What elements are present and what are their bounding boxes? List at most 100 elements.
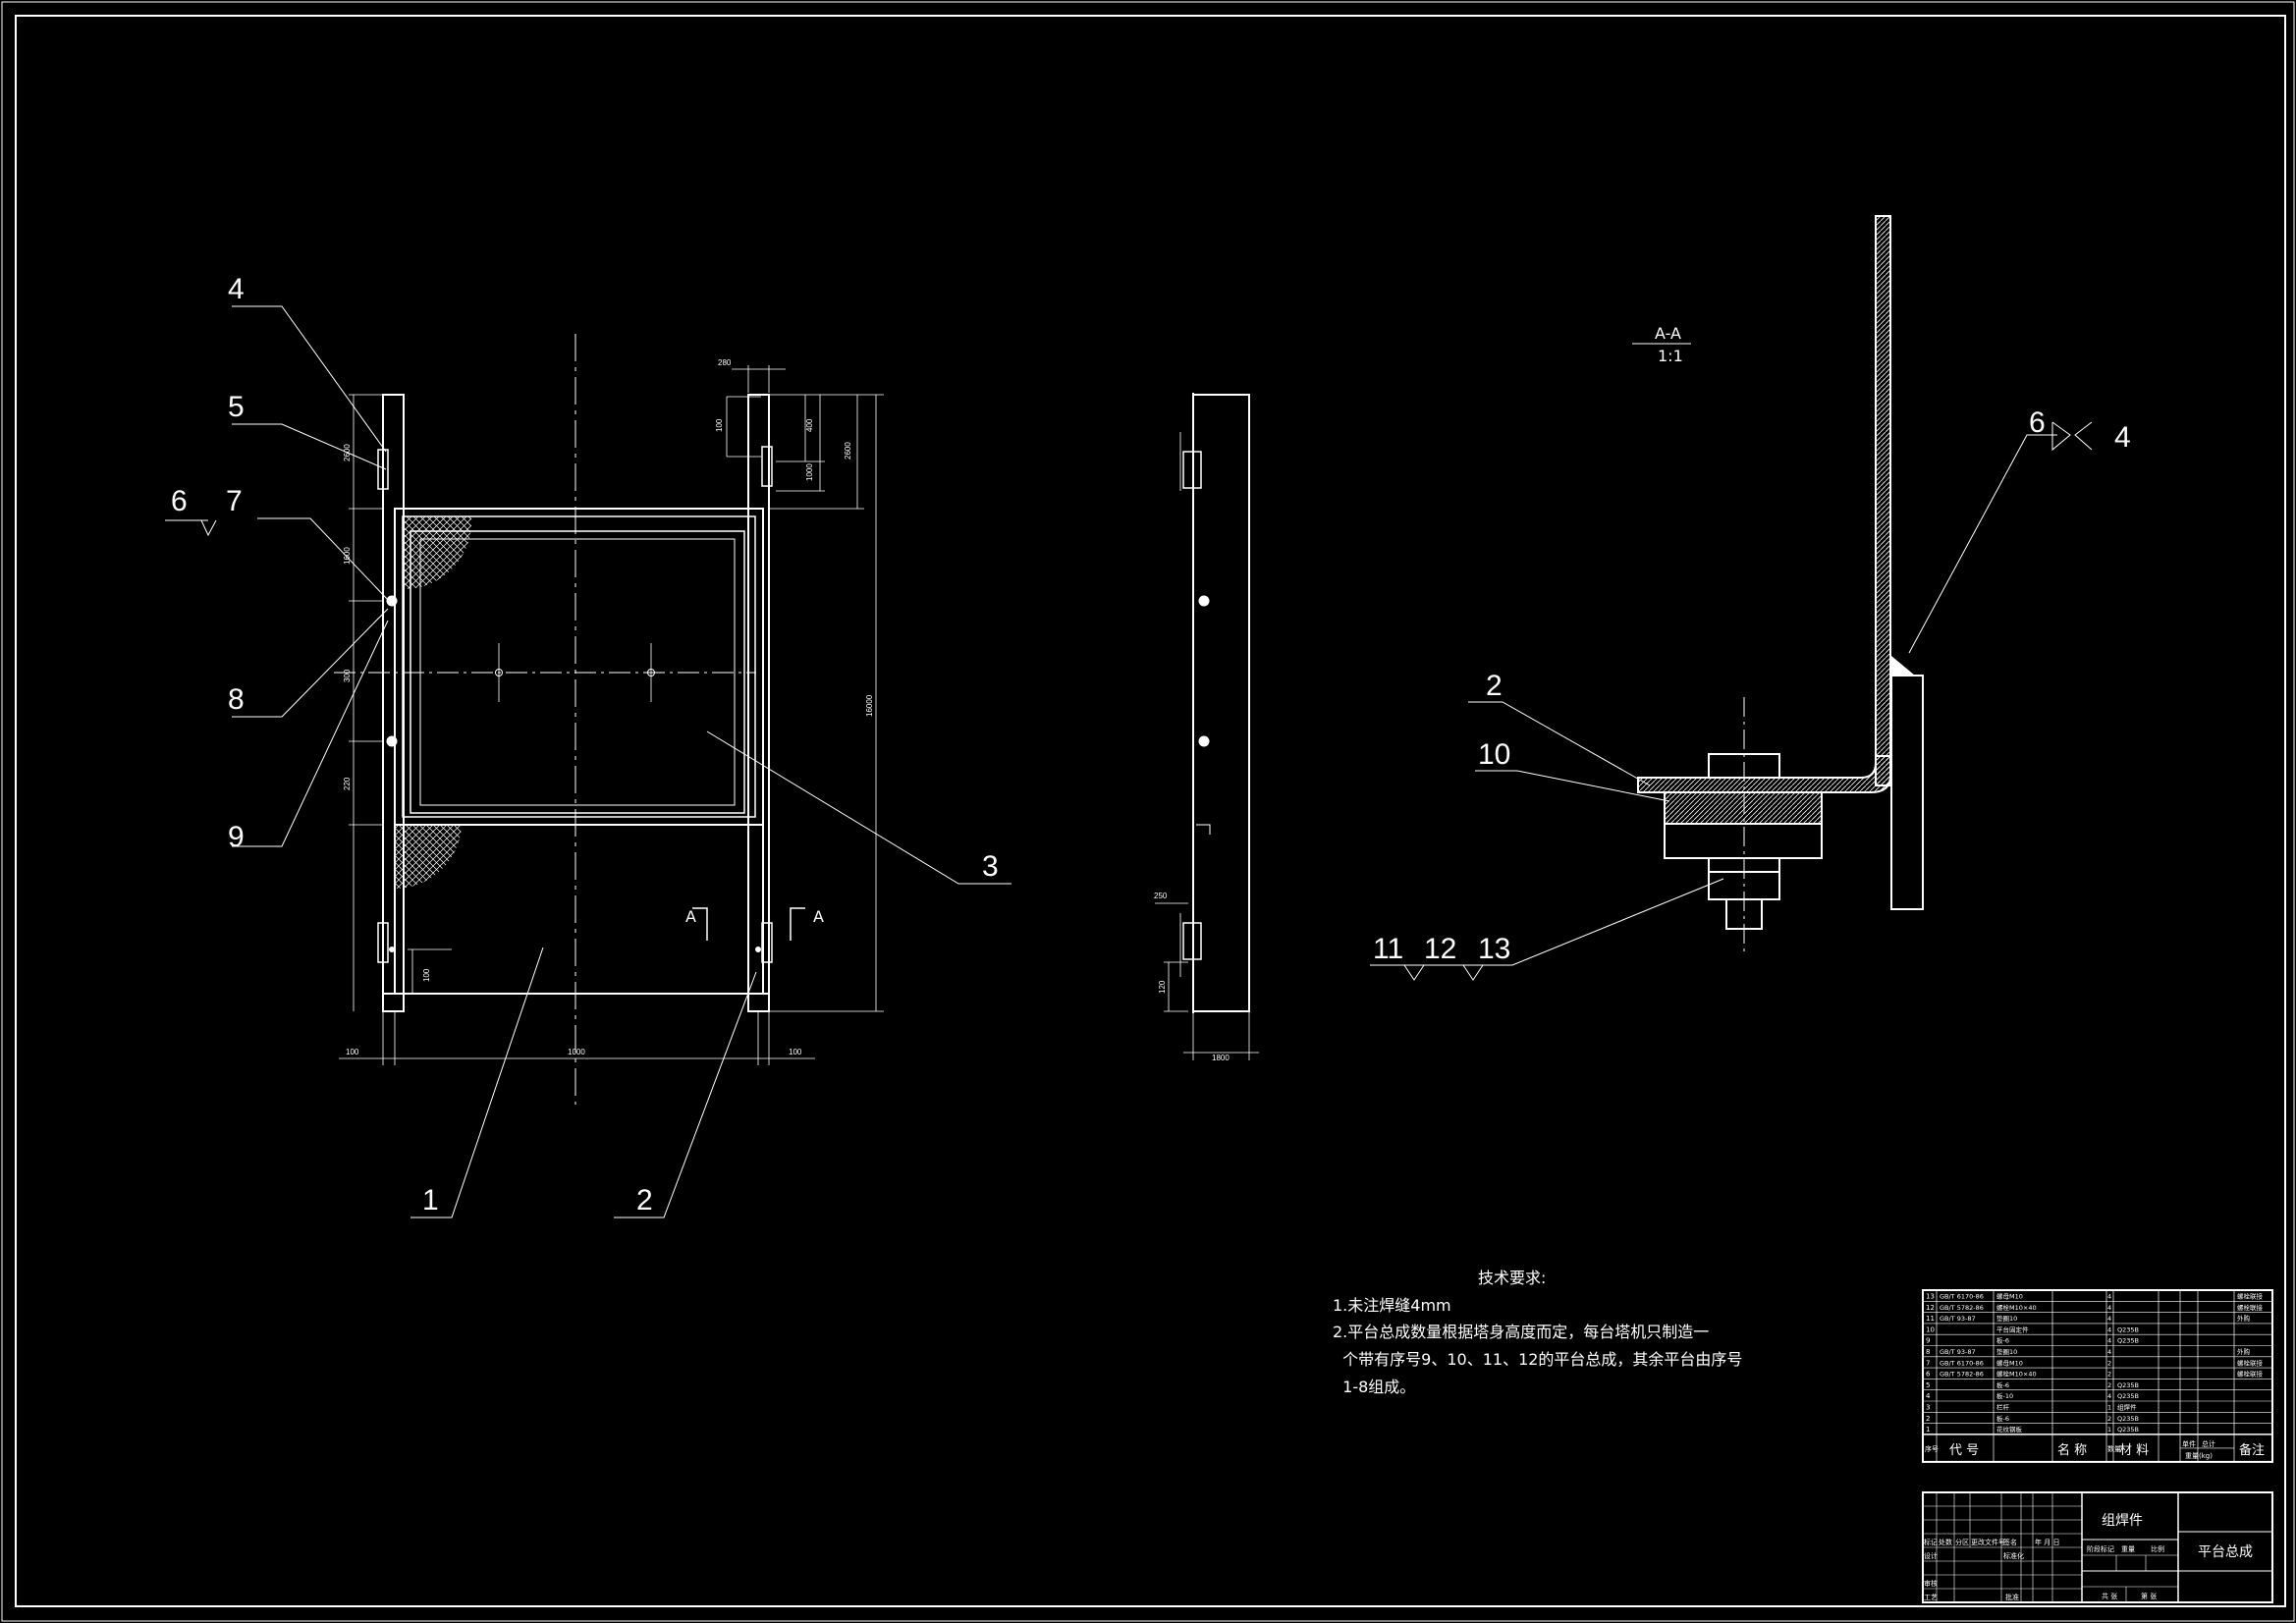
bom-cell-name: 板-10	[1996, 1391, 2013, 1400]
bom-cell-material: Q235B	[2117, 1415, 2139, 1423]
dim-l-100: 100	[422, 968, 431, 982]
bom-header-total-weight: 总计	[2202, 1439, 2215, 1448]
section-balloon-2: 2	[1486, 670, 1503, 702]
role-review: 审核	[1924, 1579, 1938, 1588]
dim-side-1800: 1800	[1212, 1054, 1230, 1062]
section-balloon-12: 12	[1424, 933, 1456, 965]
balloon-8: 8	[228, 683, 245, 716]
balloon-5: 5	[228, 391, 245, 423]
bom-cell-code: GB/T 6170-86	[1940, 1359, 1984, 1367]
bom-cell-name: 垫圈10	[1996, 1314, 2017, 1323]
rev-h-2: 分区	[1955, 1538, 1969, 1546]
section-view	[1370, 215, 2093, 981]
balloon-4: 4	[228, 273, 245, 305]
dim-b-100b: 100	[789, 1048, 802, 1056]
weight-label: 重量	[2121, 1545, 2135, 1553]
section-balloon-11: 11	[1373, 933, 1403, 965]
bom-cell-code: GB/T 93-87	[1940, 1315, 1976, 1323]
dim-b-1000: 1000	[568, 1048, 585, 1056]
note-line-2: 2.平台总成数量根据塔身高度而定，每台塔机只制造一	[1333, 1323, 1709, 1341]
bom-cell-name: 板-6	[1996, 1380, 2009, 1389]
role-approve: 批准	[2005, 1593, 2019, 1601]
bom-header-no: 序号	[1925, 1444, 1939, 1453]
title-drawing-name: 平台总成	[2198, 1544, 2253, 1560]
sheet-no: 第 张	[2141, 1592, 2157, 1600]
balloon-9: 9	[228, 821, 245, 853]
stage-label: 阶段标记	[2087, 1544, 2114, 1553]
bom-cell-qty: 4	[2107, 1337, 2111, 1345]
bom-cell-code: GB/T 6170-86	[1940, 1293, 1984, 1301]
title-material: 组焊件	[2102, 1513, 2143, 1529]
bom-header-qty: 数量	[2107, 1444, 2121, 1453]
bom-cell-name: 螺栓M10×40	[1996, 1370, 2037, 1379]
bom-cell-material: Q235B	[2117, 1392, 2139, 1400]
bom-cell-no: 12	[1926, 1304, 1935, 1312]
bom-cell-material: Q235B	[2117, 1337, 2139, 1345]
rev-h-1: 处数	[1939, 1538, 1952, 1546]
bom-cell-no: 9	[1926, 1337, 1930, 1345]
bom-cell-no: 8	[1926, 1348, 1930, 1356]
side-view	[1155, 393, 1259, 1060]
weld-length: 4	[2114, 421, 2131, 454]
bom-cell-no: 3	[1926, 1404, 1930, 1412]
rev-h-3: 更改文件号	[1971, 1538, 2005, 1546]
bom-cell-no: 5	[1926, 1381, 1930, 1389]
weld-fillet-size: 6	[2029, 406, 2046, 439]
bom-cell-remark: 外购	[2237, 1347, 2251, 1356]
bom-cell-no: 13	[1926, 1293, 1935, 1301]
dim-l-220: 220	[343, 777, 352, 790]
note-line-4: 1-8组成。	[1333, 1378, 1415, 1396]
dim-side-120: 120	[1158, 980, 1167, 994]
dim-b-100a: 100	[346, 1048, 359, 1056]
bom-cell-name: 平台固定件	[1996, 1325, 2029, 1333]
bom-header-code: 代 号	[1949, 1443, 1979, 1458]
dim-l-1600: 1600	[343, 547, 352, 565]
bom-cell-qty: 4	[2107, 1348, 2111, 1356]
bom-cell-code: GB/T 5782-86	[1940, 1304, 1984, 1312]
bom-cell-no: 2	[1926, 1415, 1930, 1423]
bom-frame	[1922, 1289, 2273, 1463]
bom-cell-qty: 4	[2107, 1304, 2111, 1312]
balloon-3: 3	[982, 850, 999, 883]
scale-label: 比例	[2151, 1544, 2164, 1553]
bom-cell-material: Q235B	[2117, 1426, 2139, 1434]
dim-side-250: 250	[1154, 892, 1168, 900]
section-scale: 1:1	[1658, 347, 1683, 365]
dim-r-100: 100	[715, 418, 724, 432]
rev-h-0: 标记	[1924, 1538, 1938, 1546]
bom-cell-remark: 螺栓联接	[2237, 1292, 2264, 1301]
bom-cell-qty: 4	[2107, 1315, 2111, 1323]
bom-cell-material: Q235B	[2117, 1325, 2139, 1333]
bom-cell-material: Q235B	[2117, 1381, 2139, 1389]
bom-cell-qty: 4	[2107, 1325, 2111, 1333]
bom-cell-remark: 螺栓联接	[2237, 1370, 2264, 1379]
bom-cell-qty: 4	[2107, 1392, 2111, 1400]
dim-l-300: 300	[343, 669, 352, 682]
bom-header-name: 名 称	[2057, 1442, 2087, 1458]
notes-heading: 技术要求:	[1478, 1269, 1546, 1287]
bom-cell-no: 7	[1926, 1359, 1930, 1367]
front-view	[165, 305, 1011, 1218]
section-mark-left: A	[685, 907, 696, 926]
note-line-3: 个带有序号9、10、11、12的平台总成，其余平台由序号	[1333, 1350, 1742, 1369]
bom-cell-remark: 螺栓联接	[2237, 1303, 2264, 1312]
bom-cell-qty: 4	[2107, 1293, 2111, 1301]
bom-cell-no: 4	[1926, 1392, 1931, 1400]
bom-cell-qty: 2	[2107, 1359, 2111, 1367]
bom-cell-qty: 1	[2107, 1426, 2111, 1434]
section-balloon-13: 13	[1478, 933, 1510, 965]
role-design: 设计	[1924, 1551, 1938, 1560]
bom-cell-qty: 2	[2107, 1415, 2111, 1423]
bom-header-remark: 备注	[2239, 1442, 2265, 1458]
role-std: 标准化	[2003, 1551, 2024, 1560]
bom-cell-name: 栏杆	[1996, 1403, 2010, 1412]
bom-cell-remark: 螺栓联接	[2237, 1358, 2264, 1367]
balloon-1: 1	[422, 1184, 439, 1217]
bom-cell-name: 花纹钢板	[1996, 1425, 2023, 1434]
bom-header-unit-weight: 单件	[2182, 1439, 2196, 1448]
dim-l-2600: 2600	[343, 444, 352, 461]
bom-cell-qty: 2	[2107, 1381, 2111, 1389]
